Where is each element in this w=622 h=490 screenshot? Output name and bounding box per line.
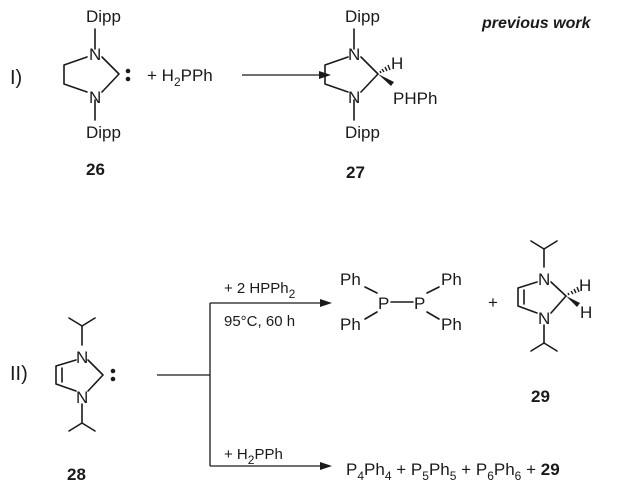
nitrogen-atom: N — [76, 348, 88, 367]
compound-number-28: 28 — [67, 465, 86, 484]
lone-pair-dot — [125, 68, 131, 74]
plus-sign: + — [488, 293, 498, 312]
product-p4ph4: P4Ph4 — [346, 460, 392, 483]
dipp-substituent: Dipp — [86, 7, 121, 26]
phph-group: PHPh — [393, 89, 437, 108]
bond — [517, 281, 538, 314]
section-2-label: II) — [10, 363, 28, 385]
phenyl-group: Ph — [441, 270, 462, 289]
phenyl-group: Ph — [340, 315, 361, 334]
product-p5ph5: P5Ph5 — [411, 460, 457, 483]
bond — [55, 359, 77, 392]
bond — [550, 281, 567, 314]
lone-pair-dot — [110, 376, 116, 382]
nitrogen-atom: N — [538, 270, 550, 289]
hydrogen-atom: H — [580, 303, 592, 322]
bond — [364, 311, 378, 320]
nitrogen-atom: N — [76, 388, 88, 407]
bond — [68, 317, 83, 346]
reaction-arrow-1 — [242, 71, 331, 79]
compound-29-structure — [517, 240, 580, 352]
bond — [87, 359, 104, 392]
bond — [426, 286, 440, 294]
reaction-conditions: 95°C, 60 h — [224, 313, 295, 330]
nitrogen-atom: N — [89, 45, 101, 64]
reagent-h2pph: + H2PPh — [147, 66, 213, 89]
dipp-substituent: Dipp — [345, 7, 380, 26]
bond — [63, 56, 88, 93]
bond — [101, 56, 120, 93]
bond — [530, 324, 545, 352]
bond — [324, 56, 349, 93]
hydrogen-atom: H — [579, 276, 591, 295]
compound-28-structure — [55, 317, 116, 432]
branching-reaction-arrows — [157, 299, 332, 470]
section-1-label: I) — [10, 67, 22, 89]
phenyl-group: Ph — [340, 270, 361, 289]
compound-26-structure — [63, 28, 131, 121]
dipp-substituent: Dipp — [345, 123, 380, 142]
compound-27-structure — [324, 28, 394, 121]
hashed-bond — [379, 64, 391, 74]
nitrogen-atom: N — [348, 45, 360, 64]
diphosphine-structure — [364, 286, 440, 320]
bond — [68, 403, 83, 432]
hydrogen-atom: H — [391, 54, 403, 73]
bond — [543, 240, 558, 250]
hashed-bond — [567, 286, 580, 296]
bond — [81, 422, 96, 432]
bond — [81, 317, 96, 327]
phenyl-group: Ph — [441, 315, 462, 334]
nitrogen-atom: N — [89, 88, 101, 107]
phosphorus-atom: P — [378, 294, 389, 313]
nitrogen-atom: N — [538, 309, 550, 328]
bond — [426, 311, 440, 320]
reagent-hpph2: + 2 HPPh2 — [224, 280, 296, 301]
product-p6ph6: P6Ph6 — [476, 460, 522, 483]
cyclophosphine-products: P4Ph4 + P5Ph5 + P6Ph6 + 29 — [346, 460, 560, 483]
dipp-substituent: Dipp — [86, 123, 121, 142]
compound-number-27: 27 — [346, 163, 365, 182]
wedge-bond — [566, 296, 580, 307]
lone-pair-dot — [110, 368, 116, 374]
nitrogen-atom: N — [348, 88, 360, 107]
lone-pair-dot — [125, 76, 131, 82]
previous-work-label: previous work — [481, 15, 592, 32]
bond — [543, 342, 558, 352]
bond — [530, 240, 545, 268]
wedge-bond — [378, 74, 394, 86]
compound-number-26: 26 — [86, 160, 105, 179]
phosphorus-atom: P — [414, 294, 425, 313]
compound-number-29: 29 — [541, 460, 560, 479]
reagent-h2pph: + H2PPh — [224, 446, 283, 467]
compound-number-29: 29 — [531, 387, 550, 406]
bond — [360, 56, 379, 93]
bond — [364, 286, 378, 294]
